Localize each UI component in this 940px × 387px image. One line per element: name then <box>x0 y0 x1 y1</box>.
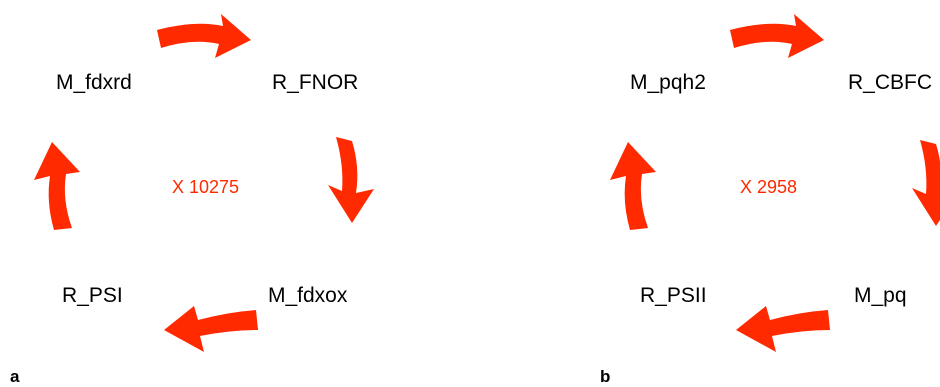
node-label-top-right: R_FNOR <box>272 71 359 94</box>
cycle-panel-a: M_fdxrd R_FNOR M_fdxox R_PSI X 10275 a <box>10 14 374 386</box>
panel-letter: a <box>10 367 20 386</box>
node-label-bottom-right: M_pq <box>854 284 907 307</box>
node-label-bottom-left: R_PSI <box>62 284 123 307</box>
cycle-panel-b: M_pqh2 R_CBFC M_pq R_PSII X 2958 b <box>470 0 940 387</box>
curved-arrow-up-icon <box>610 142 656 230</box>
node-label-top-right: R_CBFC <box>848 71 933 94</box>
curved-arrow-left-icon <box>164 306 258 352</box>
curved-arrow-down-icon <box>328 137 374 223</box>
panel-letter: b <box>600 367 611 386</box>
node-label-top-left: M_pqh2 <box>630 71 706 94</box>
curved-arrow-left-icon <box>736 306 830 352</box>
curved-arrow-right-icon <box>157 14 251 58</box>
curved-arrow-down-icon <box>912 140 940 226</box>
curved-arrow-up-icon <box>34 142 80 230</box>
curved-arrow-right-icon <box>730 14 824 58</box>
node-label-bottom-right: M_fdxox <box>268 284 348 307</box>
node-label-top-left: M_fdxrd <box>56 71 132 94</box>
cycle-count-label: X 2958 <box>740 177 798 197</box>
node-label-bottom-left: R_PSII <box>640 284 707 307</box>
cycle-count-label: X 10275 <box>172 177 240 197</box>
